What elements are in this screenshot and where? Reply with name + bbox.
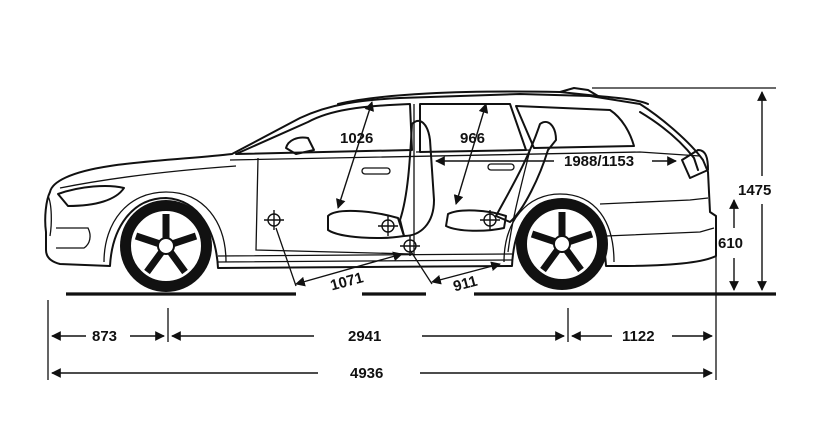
rear-seat-cushion (445, 209, 507, 232)
headlight (57, 185, 125, 207)
front-headroom-arrow (336, 101, 374, 209)
rear-overhang-label: 1122 (622, 328, 655, 345)
mirror (285, 136, 315, 155)
rear-legroom-leader (409, 249, 433, 285)
rear-quarter-crease (599, 197, 709, 205)
front-seat-cushion (327, 209, 405, 239)
rear-headroom-label: 966 (460, 130, 485, 147)
front-legroom-leader (275, 227, 297, 287)
rear-hip-point-crosshair (480, 210, 500, 230)
tail-light (681, 149, 709, 179)
quarter-window (515, 105, 635, 149)
front-wheel (120, 200, 212, 292)
rear-legroom-arrow (431, 261, 501, 285)
body-silhouette (44, 93, 717, 269)
seats (327, 119, 557, 239)
rear-headroom-arrow (453, 103, 489, 205)
rear-wheel (516, 198, 608, 290)
reference-points (264, 210, 500, 256)
roof-rail (337, 90, 649, 105)
shoulder-crease (59, 165, 237, 189)
windshield (235, 103, 413, 155)
front-wheel-arch (103, 191, 227, 263)
front-legroom-arrow (295, 251, 403, 287)
cargo-floor-height-label: 610 (718, 235, 743, 252)
extension-lines (47, 244, 717, 380)
front-heel-point-crosshair (400, 236, 420, 256)
rear-legroom-label: 911 (451, 273, 479, 296)
grille (47, 195, 52, 237)
overall-length-label: 4936 (350, 365, 383, 382)
front-door-handle (361, 167, 391, 175)
front-bumper (56, 227, 91, 249)
front-overhang-label: 873 (92, 328, 117, 345)
rear-door-handle (487, 163, 515, 171)
front-seat-back (399, 119, 435, 237)
front-headroom-label: 1026 (340, 130, 373, 147)
roof-spoiler (559, 87, 599, 97)
cargo-length-label: 1988/1153 (564, 153, 634, 170)
overall-height-label: 1475 (738, 182, 771, 199)
rear-bumper-line (605, 227, 715, 237)
front-hip-point-crosshair (378, 216, 398, 236)
pedal-point-crosshair (264, 210, 284, 230)
rear-seat-back (495, 121, 557, 223)
tailgate-glass (639, 111, 699, 171)
side-sill (217, 253, 513, 263)
wheelbase-label: 2941 (348, 328, 381, 345)
rear-wheel-arch (503, 193, 615, 263)
